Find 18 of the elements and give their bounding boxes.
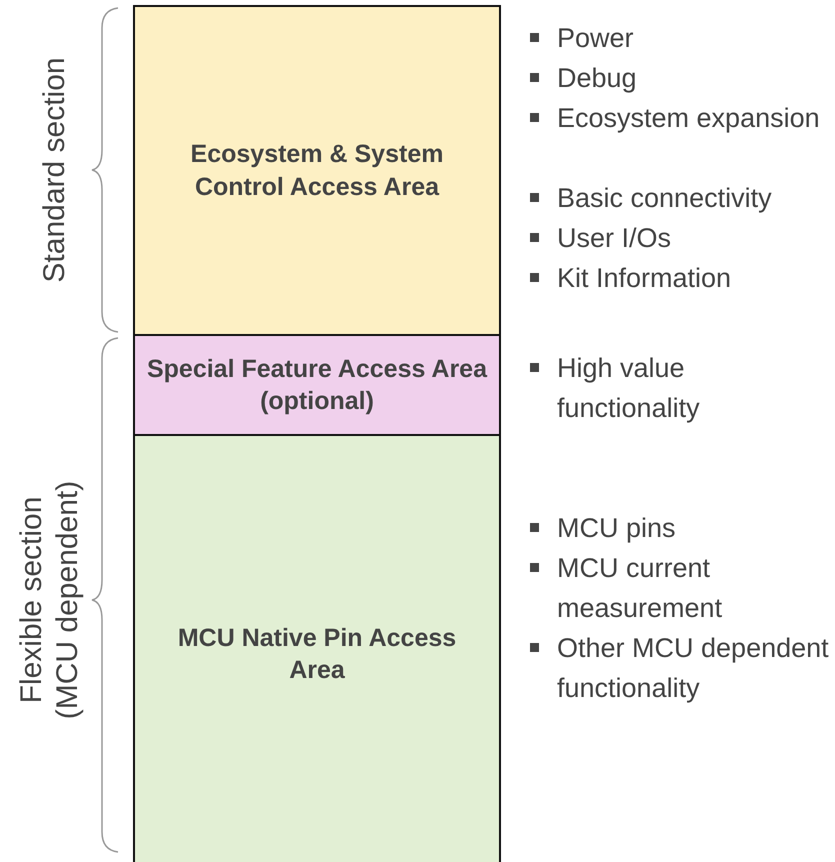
bullet-item: MCU pins	[530, 508, 830, 548]
bullet-item: High value functionality	[530, 348, 830, 428]
area-block	[133, 434, 501, 862]
section-label: Standard section	[37, 57, 72, 283]
bullet-item: Other MCU dependent functionality	[530, 628, 830, 708]
section-label: Flexible section (MCU dependent)	[14, 480, 85, 720]
block-title: MCU Native Pin Access Area	[176, 622, 458, 686]
bullet-item: Debug	[530, 58, 830, 98]
bullet-item: User I/Os	[530, 218, 830, 258]
bullet-item: MCU current measurement	[530, 548, 830, 628]
block-title: Special Feature Access Area (optional)	[146, 354, 488, 417]
bullet-item: Ecosystem expansion	[530, 98, 830, 138]
bullet-item: Power	[530, 18, 830, 58]
bullet-item: Basic connectivity	[530, 178, 830, 218]
area-block	[133, 334, 501, 436]
block-title: Ecosystem & System Control Access Area	[190, 139, 444, 202]
area-block	[133, 5, 501, 336]
bullet-item: Kit Information	[530, 258, 830, 298]
